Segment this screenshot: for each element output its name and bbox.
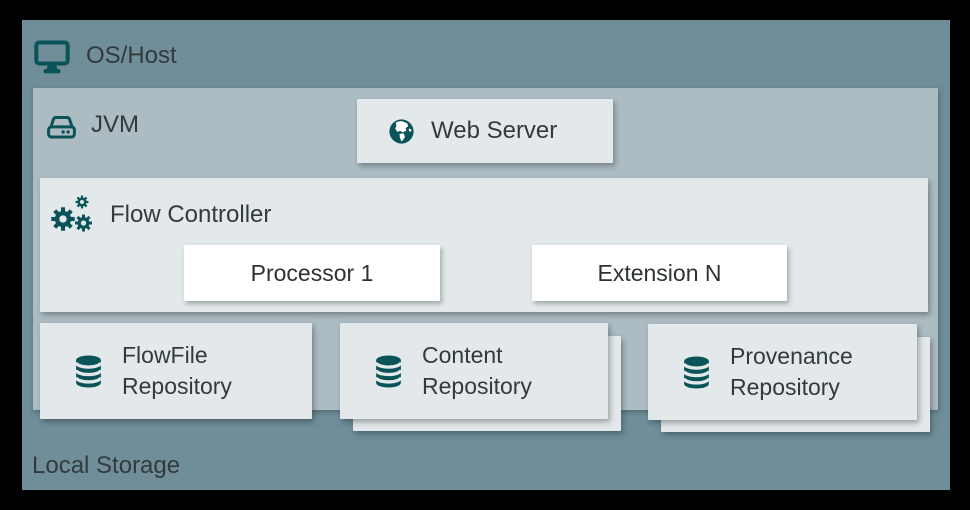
flowfile-repository-label: FlowFile Repository [122,342,232,399]
jvm-container: JVM Web Server [33,88,938,410]
jvm-label-row: JVM [43,104,139,146]
flow-controller-label-row: Flow Controller [48,188,271,242]
gears-icon [51,195,93,232]
database-icon [374,355,403,387]
database-icon [74,355,103,387]
os-host-label: OS/Host [86,42,177,69]
flow-controller-box: Flow Controller Processor 1 Extension N [40,178,928,312]
processor-label: Processor 1 [250,259,374,286]
local-storage-label: Local Storage [32,452,181,479]
os-host-label-row: OS/Host [32,34,177,78]
provenance-repository-box: Provenance Repository [648,324,917,420]
hard-drive-icon [47,115,76,139]
extension-label: Extension N [597,259,722,286]
os-host-container: OS/Host JVM Web [22,20,950,490]
database-icon [682,356,711,388]
monitor-icon [34,39,70,73]
flowfile-repository-box: FlowFile Repository [40,323,312,419]
web-server-box: Web Server [357,99,613,163]
processor-box: Processor 1 [184,245,440,301]
content-repository-box: Content Repository [340,323,608,419]
extension-box: Extension N [532,245,787,301]
jvm-label: JVM [91,111,139,138]
provenance-repository-label: Provenance Repository [730,343,853,400]
content-repository-label: Content Repository [422,342,532,399]
web-server-label: Web Server [431,117,558,144]
globe-icon [389,118,414,144]
flow-controller-label: Flow Controller [110,201,272,228]
